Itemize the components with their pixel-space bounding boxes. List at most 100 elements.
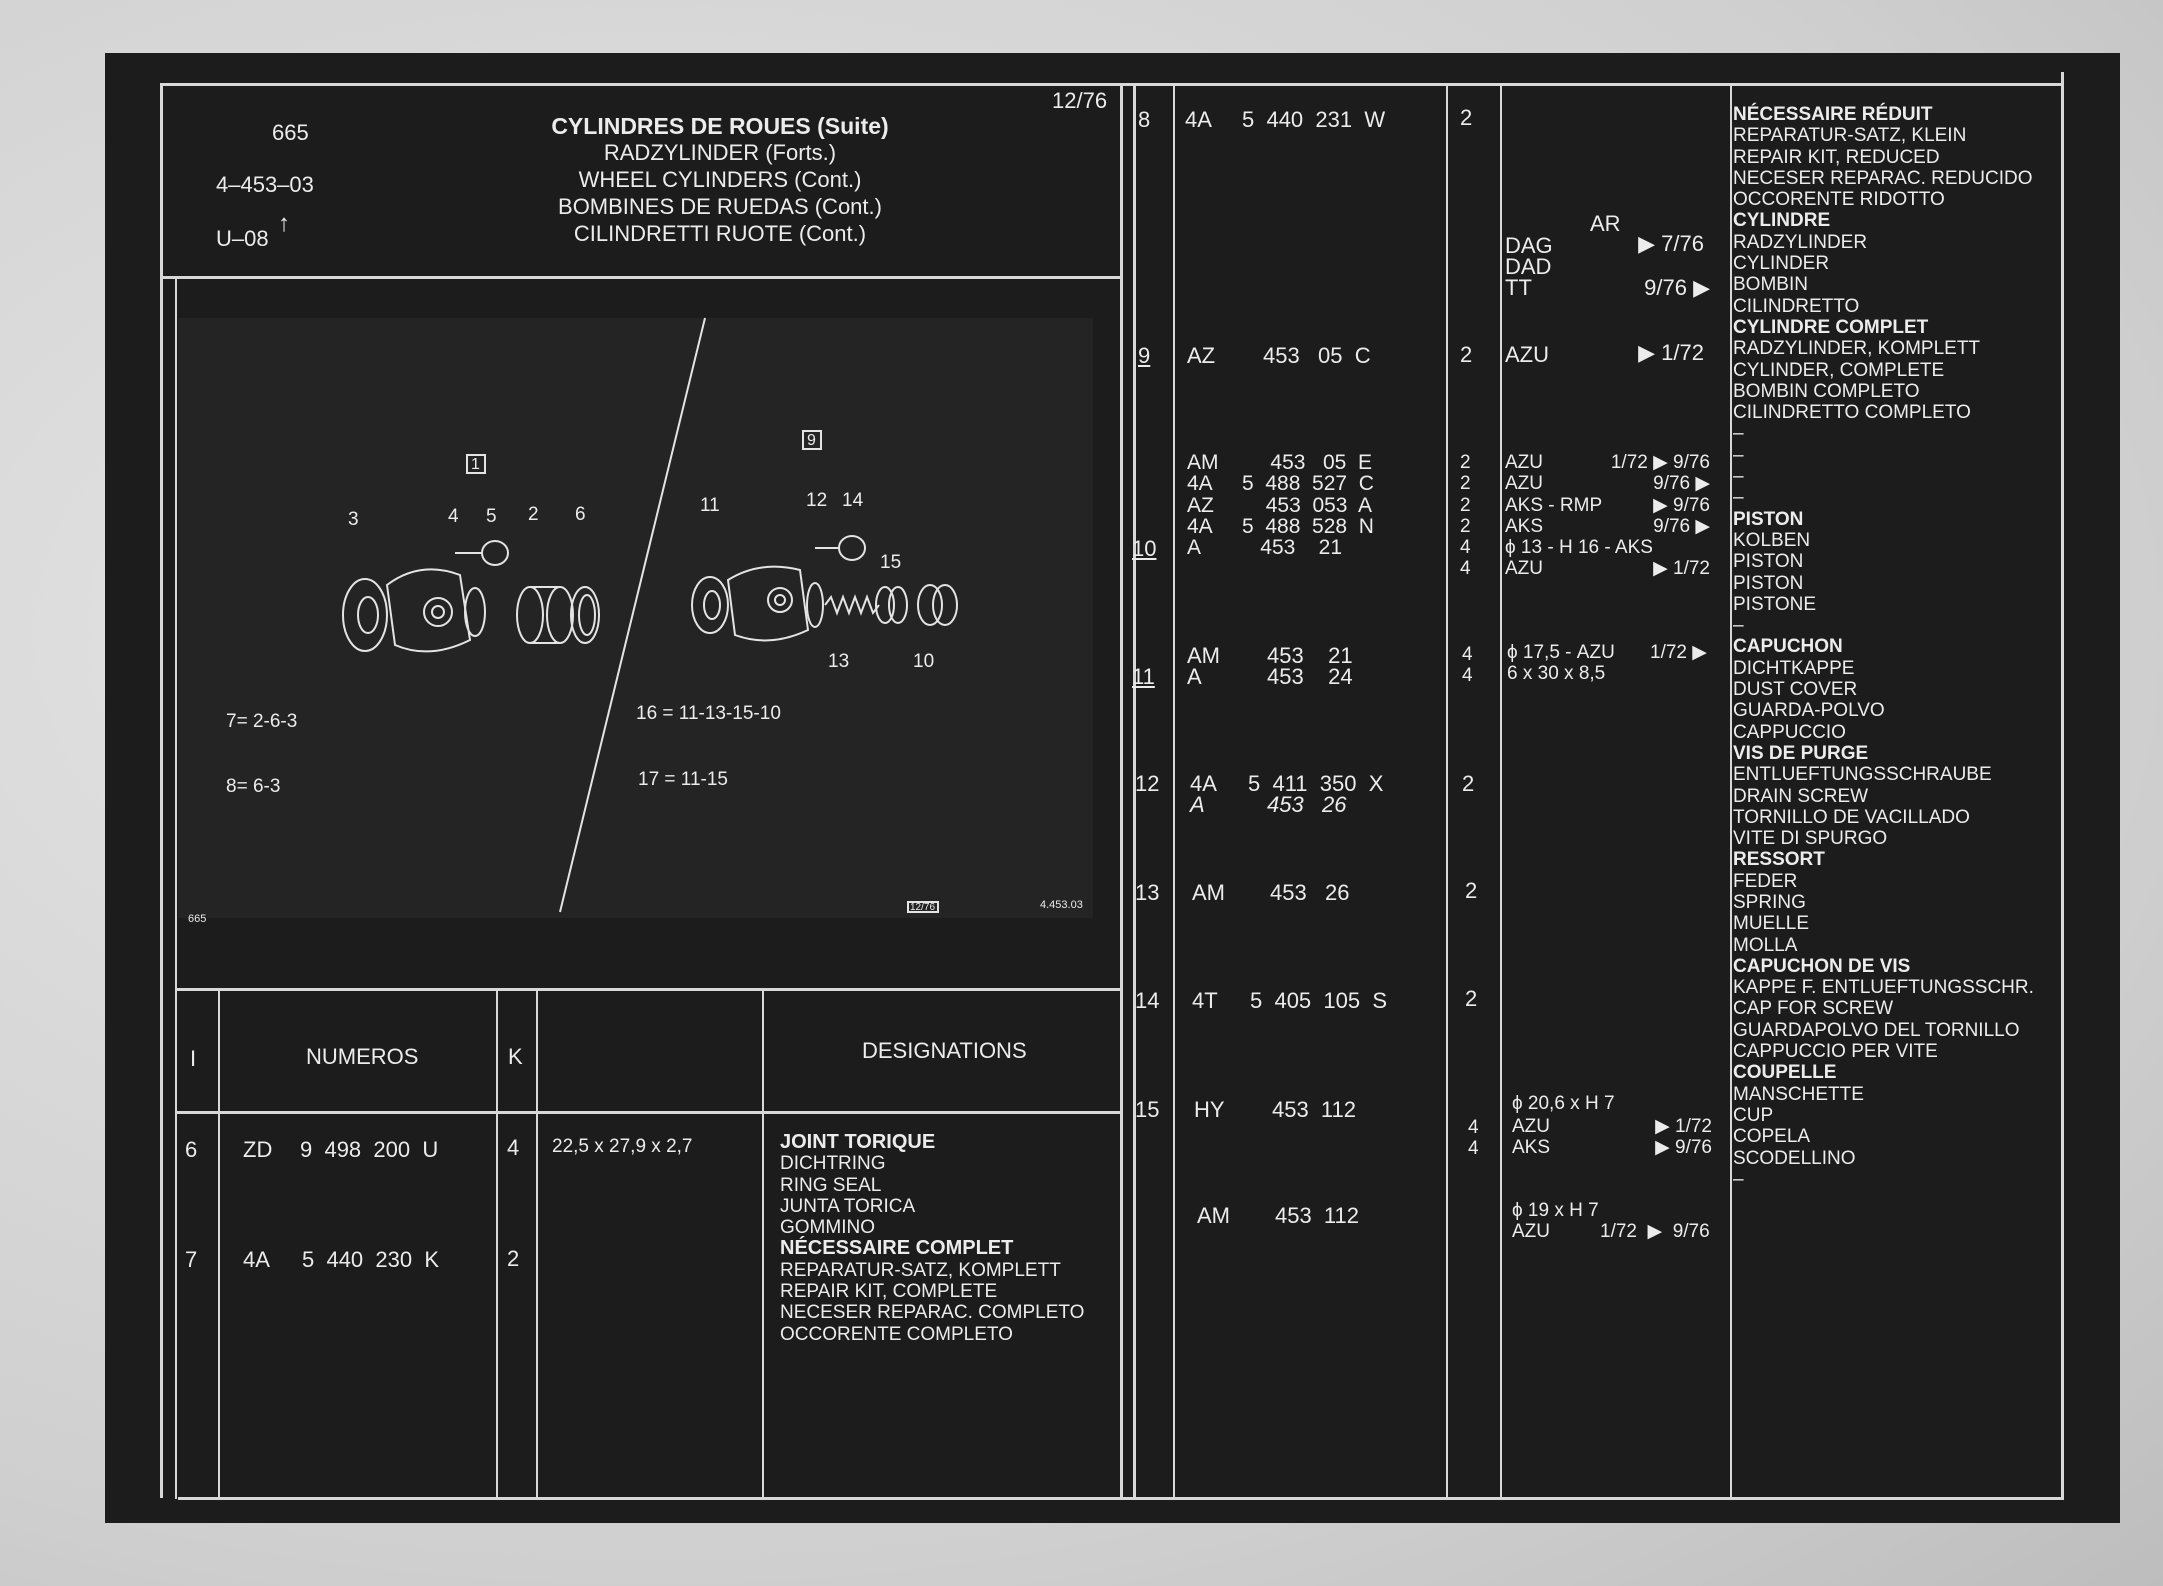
diagram-footer-date: 12/76 bbox=[910, 902, 936, 913]
title-es: BOMBINES DE RUEDAS (Cont.) bbox=[558, 194, 882, 219]
number-line: 453 053 A bbox=[1265, 493, 1372, 517]
des-line: KAPPE F. ENTLUEFTUNGSSCHR. bbox=[1733, 977, 2034, 999]
des-line: NECESER REPARAC. REDUCIDO bbox=[1733, 167, 2033, 189]
qty-line: 2 bbox=[1460, 494, 1471, 516]
code-line: 4A bbox=[1187, 472, 1213, 496]
r9b-apps: AZU AZU AKS - RMP AKS ϕ 13 - H 16 - AKS … bbox=[1505, 452, 1653, 580]
callout-3: 3 bbox=[348, 509, 359, 530]
r13-number: 453 26 bbox=[1270, 880, 1350, 905]
col-number-divider bbox=[1173, 83, 1175, 1498]
row-7-index: 7 bbox=[185, 1247, 198, 1272]
outer-border-left bbox=[160, 83, 163, 1498]
callout-10: 10 bbox=[913, 651, 935, 672]
header-divider bbox=[160, 276, 1122, 279]
header-designations: DESIGNATIONS bbox=[862, 1038, 1027, 1063]
r13-qty: 2 bbox=[1465, 878, 1478, 903]
des-line: PISTON bbox=[1733, 551, 1804, 573]
date-line: 1/72 ▶ 9/76 bbox=[1610, 452, 1710, 473]
des-line: BOMBIN COMPLETO bbox=[1733, 380, 1920, 402]
r15-app-dim: ϕ 20,6 x H 7 bbox=[1512, 1093, 1615, 1114]
des-line: – bbox=[1733, 466, 1744, 488]
middle-divider-b bbox=[1133, 83, 1136, 1498]
des-line: – bbox=[1733, 444, 1744, 466]
title-de: RADZYLINDER (Forts.) bbox=[603, 140, 837, 165]
r9-number: 453 05 C bbox=[1263, 343, 1371, 368]
des-line: JOINT TORIQUE bbox=[780, 1131, 936, 1153]
r9b-codes: AM 4A AZ 4A A bbox=[1187, 451, 1219, 559]
app-line: ϕ 13 - H 16 - AKS bbox=[1505, 537, 1653, 559]
callout-11: 11 bbox=[700, 495, 720, 516]
r14-qty: 2 bbox=[1465, 986, 1478, 1011]
des-line: PISTON bbox=[1733, 572, 1804, 594]
qty-line: 2 bbox=[1460, 473, 1471, 495]
r8-index: 8 bbox=[1138, 107, 1151, 132]
callout-14: 14 bbox=[842, 490, 864, 511]
des-line: – bbox=[1733, 1168, 1744, 1190]
des-line: GUARDA-POLVO bbox=[1733, 700, 1885, 722]
des-line: TORNILLO DE VACILLADO bbox=[1733, 806, 1970, 828]
des-line: CYLINDRE COMPLET bbox=[1733, 316, 1929, 338]
number-line: 453 21 bbox=[1260, 536, 1342, 560]
r9b-dates: 1/72 ▶ 9/76 9/76 ▶ ▶ 9/76 9/76 ▶ ▶ 1/72 bbox=[1580, 452, 1710, 580]
des-line: OCCORENTE COMPLETO bbox=[780, 1323, 1013, 1345]
des-line: CAPUCHON bbox=[1733, 636, 1843, 658]
qty-line: 2 bbox=[1460, 452, 1471, 473]
callout-5: 5 bbox=[486, 506, 497, 527]
col-note-divider-low bbox=[762, 1114, 764, 1498]
formula-17: 17 = 11-15 bbox=[638, 769, 728, 790]
code-line: AM bbox=[1187, 451, 1219, 474]
page-number: 665 bbox=[272, 120, 309, 145]
r8-code: 4A bbox=[1185, 107, 1212, 132]
date-line: 9/76 ▶ bbox=[1653, 515, 1710, 537]
col-index-divider bbox=[218, 990, 220, 1498]
r11-qty-b: 4 bbox=[1462, 665, 1473, 686]
formula-8: 8= 6-3 bbox=[226, 776, 281, 797]
r12-index: 12 bbox=[1135, 771, 1160, 796]
des-line: BOMBIN bbox=[1733, 274, 1808, 296]
title-block: CYLINDRES DE ROUES (Suite) RADZYLINDER (… bbox=[440, 115, 1000, 245]
callout-15: 15 bbox=[880, 552, 902, 573]
r15-date-aks: ▶ 9/76 bbox=[1655, 1137, 1712, 1158]
r15-app-azu: AZU bbox=[1512, 1116, 1550, 1137]
exploded-view-diagram bbox=[178, 318, 1093, 918]
des-line: GOMMINO bbox=[780, 1217, 875, 1239]
des-line: – bbox=[1733, 615, 1744, 637]
r15-number2: 453 112 bbox=[1275, 1203, 1360, 1228]
des-line: COUPELLE bbox=[1733, 1062, 1837, 1084]
r15-date2: 1/72 ▶ 9/76 bbox=[1600, 1221, 1710, 1242]
formula-7: 7= 2-6-3 bbox=[226, 711, 298, 732]
r12-number-b: 453 26 bbox=[1267, 792, 1347, 817]
col-numeros-divider bbox=[496, 990, 498, 1498]
des-line: CAPPUCCIO PER VITE bbox=[1733, 1041, 1938, 1063]
diagram-footer-page: 665 bbox=[188, 913, 207, 925]
r12-code-a: 4A bbox=[1190, 771, 1217, 796]
r15-index: 15 bbox=[1135, 1097, 1160, 1122]
date-line: ▶ 1/72 bbox=[1653, 558, 1710, 580]
des-line: SPRING bbox=[1733, 891, 1806, 913]
des-line: RADZYLINDER bbox=[1733, 231, 1868, 253]
r9-code: AZ bbox=[1187, 343, 1216, 368]
sheet-date: 12/76 bbox=[1052, 88, 1108, 113]
des-line: SCODELLINO bbox=[1733, 1147, 1856, 1169]
callout-4: 4 bbox=[448, 506, 459, 527]
r11-index: 11 bbox=[1132, 664, 1155, 689]
callout-box-9: 9 bbox=[807, 432, 816, 449]
qty-line: 4 bbox=[1460, 558, 1471, 580]
row-6-designation: JOINT TORIQUE DICHTRING RING SEAL JUNTA … bbox=[780, 1131, 1084, 1345]
col-qty-divider-b bbox=[1500, 83, 1502, 1498]
header-k: K bbox=[508, 1044, 523, 1069]
number-line: 5 488 528 N bbox=[1242, 514, 1374, 538]
r15-date-azu: ▶ 1/72 bbox=[1655, 1116, 1712, 1137]
des-line: – bbox=[1733, 487, 1744, 509]
r15-app2-azu: AZU bbox=[1512, 1221, 1550, 1242]
r11-code-b: A bbox=[1187, 664, 1202, 689]
r9-date: ▶ 1/72 bbox=[1638, 340, 1704, 365]
number-line: 5 488 527 C bbox=[1242, 472, 1374, 496]
r14-index: 14 bbox=[1135, 988, 1160, 1013]
callout-13: 13 bbox=[828, 651, 850, 672]
up-arrow-icon: ↑ bbox=[278, 210, 290, 237]
des-line: NÉCESSAIRE COMPLET bbox=[780, 1237, 1014, 1260]
diagram-divider bbox=[175, 988, 1122, 991]
series-reference: U–08 bbox=[216, 226, 269, 251]
